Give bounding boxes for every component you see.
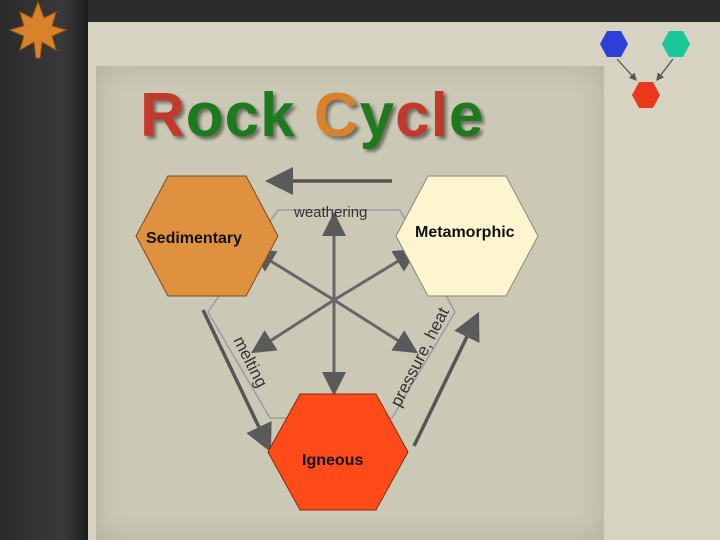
- decor-hex-cluster: [600, 31, 690, 108]
- metamorphic-label: Metamorphic: [415, 224, 515, 241]
- title-part-ock: ock: [185, 81, 296, 150]
- sedimentary-label: Sedimentary: [146, 230, 242, 247]
- slide-title: Rock Cycle: [140, 80, 484, 151]
- top-strip: [88, 0, 720, 22]
- title-letter-e: e: [448, 81, 485, 150]
- cycle-arrows: [201, 167, 480, 453]
- teal-hexagon-icon: [662, 31, 690, 57]
- maple-leaf-icon: [8, 0, 68, 59]
- cycle-triangle: [207, 209, 456, 419]
- center-arrows: [250, 212, 419, 396]
- igneous-label: Igneous: [302, 452, 363, 469]
- title-letter-r: R: [140, 81, 186, 150]
- sedimentary-node: [135, 175, 279, 297]
- title-part-cl: cl: [395, 81, 449, 150]
- igneous-node: [267, 393, 409, 511]
- pressure-heat-label: pressure, heat: [387, 304, 453, 410]
- title-letter-c: C: [313, 81, 360, 150]
- red-hexagon-icon: [632, 82, 660, 108]
- left-sidebar-strip: [0, 0, 88, 540]
- weathering-label: weathering: [293, 204, 367, 221]
- metamorphic-node: [395, 175, 539, 297]
- blue-hexagon-icon: [600, 31, 628, 57]
- melting-arrow: [201, 309, 272, 453]
- pressure-heat-arrow: [412, 311, 480, 447]
- title-letter-y: y: [359, 81, 396, 150]
